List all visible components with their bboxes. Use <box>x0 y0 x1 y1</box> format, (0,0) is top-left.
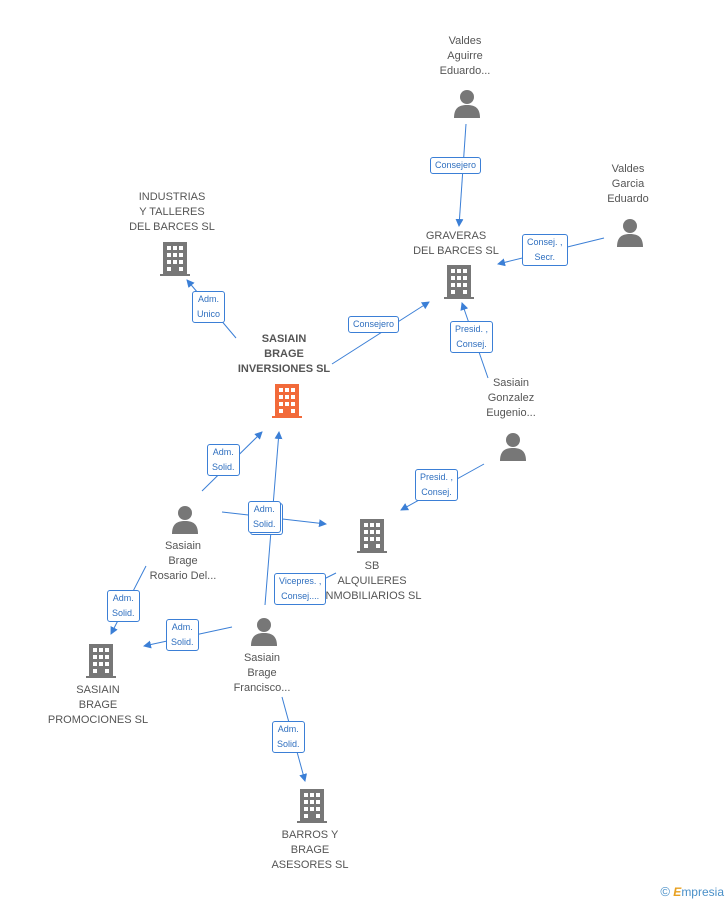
role-text: Secr. <box>534 252 556 262</box>
company-graveras[interactable]: GRAVERAS DEL BARCES SL <box>401 229 511 259</box>
role-label-presid-consej[interactable]: Presid. , Consej. <box>450 321 494 353</box>
node-label-line: Sasiain <box>164 540 202 552</box>
node-label-line: Brage <box>247 667 277 679</box>
role-text: Consej. <box>456 339 487 349</box>
role-text: Presid. , <box>455 324 489 334</box>
building-icon[interactable] <box>444 265 474 299</box>
node-label-line: Gonzalez <box>487 392 535 404</box>
role-text: Presid. , <box>420 472 454 482</box>
brand-name: mpresia <box>681 885 724 899</box>
building-icon[interactable] <box>357 519 387 553</box>
node-label-line: SASIAIN <box>261 333 307 345</box>
node-label-line: BARROS Y <box>281 829 339 841</box>
role-text: Consej. , <box>527 237 563 247</box>
role-text: Adm. <box>198 294 220 304</box>
company-sb-alquileres[interactable]: SB ALQUILERES INMOBILIARIOS SL <box>317 559 427 604</box>
person-icon[interactable] <box>616 217 644 247</box>
node-label-line: Eduardo... <box>439 65 491 77</box>
role-label-adm-solid[interactable]: Adm. Solid. <box>248 501 281 533</box>
node-label-line: BRAGE <box>78 699 118 711</box>
role-label-consejero[interactable]: Consejero <box>348 316 400 333</box>
person-valdes-garcia[interactable]: Valdes Garcia Eduardo <box>583 162 673 207</box>
node-label-line: PROMOCIONES SL <box>47 714 149 726</box>
company-sasiain-promociones[interactable]: SASIAIN BRAGE PROMOCIONES SL <box>43 683 153 728</box>
person-icon[interactable] <box>453 88 481 118</box>
node-label-line: Sasiain <box>243 652 281 664</box>
role-text: Unico <box>197 309 221 319</box>
role-text: Solid. <box>171 637 194 647</box>
node-label-line: Y TALLERES <box>139 206 205 218</box>
node-label-line: Rosario Del... <box>149 570 217 582</box>
node-label-line: Aguirre <box>447 50 483 62</box>
person-sasiain-francisco[interactable]: Sasiain Brage Francisco... <box>212 651 312 696</box>
company-sasiain-inversiones[interactable]: SASIAIN BRAGE INVERSIONES SL <box>223 332 345 377</box>
empresia-logo: © Empresia <box>660 884 724 899</box>
person-icon[interactable] <box>250 616 278 646</box>
person-valdes-aguirre[interactable]: Valdes Aguirre Eduardo... <box>420 34 510 79</box>
building-icon[interactable] <box>272 384 302 418</box>
role-label-adm-unico[interactable]: Adm. Unico <box>192 291 226 323</box>
brand-initial: E <box>673 885 682 899</box>
role-label-adm-solid[interactable]: Adm. Solid. <box>107 590 140 622</box>
role-text: Adm. <box>253 504 275 514</box>
role-label-presid-consej[interactable]: Presid. , Consej. <box>415 469 459 501</box>
node-label-line: ASESORES SL <box>271 859 349 871</box>
node-label-line: BRAGE <box>264 348 304 360</box>
company-barros[interactable]: BARROS Y BRAGE ASESORES SL <box>255 828 365 873</box>
edge-valdes-aguirre-graveras <box>455 123 467 227</box>
role-text: Vicepres. , <box>279 576 322 586</box>
role-label-consejero[interactable]: Consejero <box>430 157 482 174</box>
node-label-line: Sasiain <box>492 377 530 389</box>
role-text: Consejero <box>353 319 395 329</box>
node-label-line: Brage <box>168 555 198 567</box>
node-label-line: INVERSIONES SL <box>237 363 331 375</box>
node-label-line: INMOBILIARIOS SL <box>322 590 422 602</box>
node-label-line: Eduardo <box>607 193 649 205</box>
node-label-line: DEL BARCES SL <box>413 245 499 257</box>
edge-inversiones-graveras <box>331 301 430 365</box>
role-label-consej-secr[interactable]: Consej. , Secr. <box>522 234 568 266</box>
node-label-line: Valdes <box>611 163 645 175</box>
role-label-adm-solid[interactable]: Adm. Solid. <box>272 721 305 753</box>
node-label-line: SB <box>364 560 380 572</box>
person-icon[interactable] <box>499 431 527 461</box>
node-label-line: SASIAIN <box>76 684 120 696</box>
node-label-line: ALQUILERES <box>337 575 407 587</box>
role-text: Adm. <box>171 622 193 632</box>
node-label-line: DEL BARCES SL <box>129 221 215 233</box>
node-label-line: BRAGE <box>290 844 330 856</box>
role-text: Solid. <box>212 462 235 472</box>
role-text: Solid. <box>277 739 300 749</box>
role-label-adm-solid[interactable]: Adm. Solid. <box>166 619 199 651</box>
role-text: Adm. <box>212 447 234 457</box>
node-label-line: Valdes <box>448 35 482 47</box>
role-text: Adm. <box>277 724 299 734</box>
role-text: Consej. <box>421 487 452 497</box>
person-sasiain-rosario[interactable]: Sasiain Brage Rosario Del... <box>133 539 233 584</box>
node-label-line: Francisco... <box>233 682 291 694</box>
company-industrias[interactable]: INDUSTRIAS Y TALLERES DEL BARCES SL <box>117 190 227 235</box>
building-icon[interactable] <box>160 242 190 276</box>
copyright-symbol: © <box>660 884 670 899</box>
building-icon[interactable] <box>297 789 327 823</box>
person-sasiain-gonzalez[interactable]: Sasiain Gonzalez Eugenio... <box>466 376 556 421</box>
role-text: Solid. <box>253 519 276 529</box>
role-text: Consej.... <box>281 591 320 601</box>
node-label-line: INDUSTRIAS <box>138 191 206 203</box>
role-label-adm-solid[interactable]: Adm. Solid. <box>207 444 240 476</box>
person-icon[interactable] <box>171 504 199 534</box>
node-label-line: Eugenio... <box>486 407 536 419</box>
role-text: Adm. <box>112 593 134 603</box>
node-label-line: Garcia <box>611 178 645 190</box>
building-icon[interactable] <box>86 644 116 678</box>
role-text: Consejero <box>435 160 477 170</box>
role-text: Solid. <box>112 608 135 618</box>
node-label-line: GRAVERAS <box>425 230 487 242</box>
role-label-vicepres-consej[interactable]: Vicepres. , Consej.... <box>274 573 327 605</box>
